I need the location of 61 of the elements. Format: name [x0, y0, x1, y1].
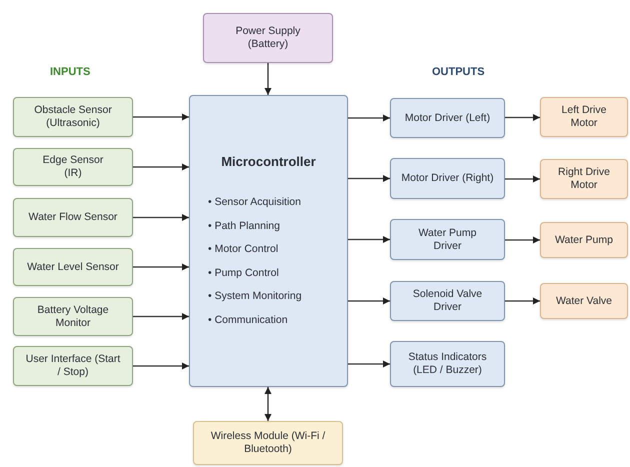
arrow — [264, 387, 272, 421]
arrow — [505, 298, 540, 304]
arrow — [348, 236, 390, 243]
box-title: Microcontroller — [221, 154, 316, 169]
process-box — [13, 297, 133, 336]
arrow — [348, 298, 390, 304]
box-label: Motor Driver (Right) — [401, 172, 494, 185]
process-box — [13, 148, 133, 186]
bullet-item: • System Monitoring — [208, 289, 303, 304]
box-label: Wireless Module (Wi-Fi / Bluetooth) — [210, 430, 326, 456]
bullet-item: • Sensor Acquisition — [208, 195, 302, 210]
box-label: Motor Driver (Left) — [404, 112, 490, 124]
arrow — [348, 360, 390, 368]
arrow — [348, 114, 390, 122]
box-label: Solenoid Valve Driver — [412, 288, 484, 314]
process-box — [13, 346, 133, 386]
process-box — [13, 97, 133, 137]
arrow — [133, 362, 189, 370]
box-label: Left Drive Motor — [560, 104, 608, 130]
box-label: Water Level Sensor — [27, 260, 119, 274]
arrow — [348, 175, 390, 182]
arrow — [133, 214, 189, 221]
process-box — [203, 13, 333, 63]
box-label: Water Pump — [555, 234, 613, 246]
controller-box — [189, 95, 348, 387]
process-box — [13, 198, 133, 237]
process-box — [13, 248, 133, 286]
box-label: Obstacle Sensor (Ultrasonic) — [33, 104, 113, 130]
bullet-item: • Pump Control — [208, 266, 280, 280]
box-label: User Interface (Start / Stop) — [24, 353, 122, 379]
process-box — [540, 97, 628, 137]
box-label: Water Valve — [556, 294, 612, 308]
box-label: Power Supply (Battery) — [234, 25, 302, 51]
process-box — [540, 222, 628, 258]
box-label: Edge Sensor (IR) — [42, 154, 104, 180]
arrow — [505, 114, 540, 121]
arrow — [133, 114, 189, 120]
arrow — [133, 313, 189, 320]
box-label: Water Pump Driver — [418, 226, 478, 252]
box-label: Right Drive Motor — [557, 166, 611, 192]
process-box — [193, 421, 343, 465]
process-box — [390, 158, 505, 199]
process-box — [390, 341, 505, 387]
process-box — [540, 159, 628, 199]
bullet-item: • Path Planning — [208, 218, 281, 234]
section-heading: OUTPUTS — [432, 66, 485, 78]
section-heading: INPUTS — [50, 66, 90, 78]
bullet-item: • Communication — [208, 312, 289, 328]
box-label: Status Indicators (LED / Buzzer) — [407, 351, 488, 377]
arrow — [505, 176, 540, 182]
arrow — [133, 164, 189, 170]
process-box — [390, 98, 505, 138]
process-box — [540, 283, 628, 319]
box-label: Water Flow Sensor — [28, 211, 118, 224]
arrow — [133, 264, 189, 270]
process-box — [390, 281, 505, 321]
bullet-item: • Motor Control — [208, 242, 280, 257]
arrow — [505, 236, 540, 244]
arrow — [264, 63, 272, 95]
box-label: Battery Voltage Monitor — [36, 304, 110, 330]
process-box — [390, 219, 505, 260]
